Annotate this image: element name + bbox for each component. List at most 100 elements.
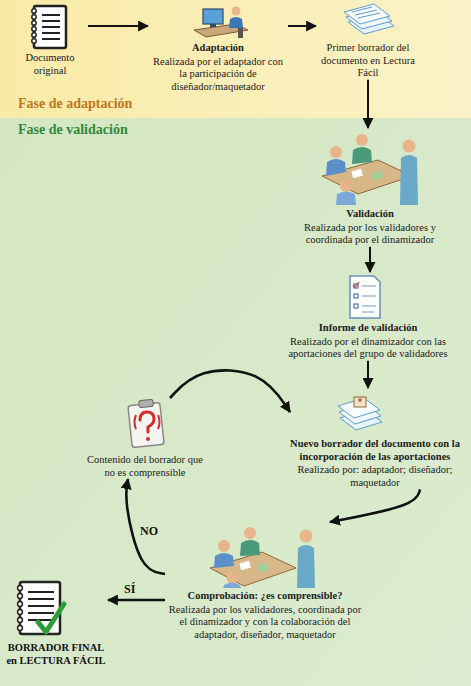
node-text: Realizado por el dinamizador con las apo… bbox=[268, 336, 468, 361]
notebook-icon-part bbox=[32, 9, 36, 43]
new-draft-icon-part bbox=[338, 398, 380, 418]
notebook-icon-part-part bbox=[32, 21, 36, 25]
final-notebook-icon-part-part bbox=[18, 610, 23, 615]
meeting-icon-part bbox=[300, 530, 313, 543]
phase-title: Fase de adaptación bbox=[18, 96, 132, 113]
icon-space bbox=[165, 522, 365, 590]
final-notebook-icon-part-part bbox=[28, 612, 54, 614]
final-notebook-icon bbox=[18, 582, 64, 634]
desk-worker-icon-part bbox=[210, 24, 216, 27]
draft-sheets-icon-part bbox=[358, 13, 380, 18]
process-node: AdaptaciónRealizada por el adaptador con… bbox=[148, 4, 288, 93]
document-node: Primer borrador del documento en Lectura… bbox=[316, 4, 420, 80]
feedback-node: Contenido del borrador que no es compren… bbox=[82, 398, 208, 479]
notebook-icon bbox=[32, 6, 66, 48]
edge-label: NO bbox=[138, 524, 160, 538]
node-heading: Adaptación bbox=[148, 42, 288, 55]
report-icon-part-part bbox=[362, 305, 376, 306]
notebook-icon-part-part bbox=[32, 15, 36, 19]
meeting-icon bbox=[322, 134, 418, 205]
final-notebook-icon-part-part bbox=[28, 619, 54, 621]
meeting-icon-part bbox=[351, 169, 362, 178]
clipboard-question-icon-part bbox=[140, 412, 154, 432]
meeting-icon-part bbox=[403, 140, 416, 153]
node-text: Realizada por el adaptador con la partic… bbox=[148, 56, 288, 94]
report-icon-part-part bbox=[362, 285, 376, 286]
notebook-icon-part-part bbox=[32, 27, 36, 31]
meeting-icon-part bbox=[340, 180, 352, 192]
meeting-icon-part bbox=[352, 147, 372, 164]
document-node: Documento original bbox=[12, 4, 88, 77]
notebook-icon-part-part bbox=[42, 14, 60, 16]
node-heading: Informe de validación bbox=[268, 322, 468, 335]
desk-worker-icon-part bbox=[203, 9, 223, 24]
meeting-icon-part bbox=[356, 134, 368, 146]
clipboard-question-icon-part bbox=[158, 415, 160, 429]
node-text: Realizada por los validadores, coordinad… bbox=[165, 604, 365, 642]
final-node: BORRADOR FINAL en LECTURA FÁCIL bbox=[4, 578, 108, 667]
meeting-icon-part bbox=[239, 561, 250, 570]
meeting-icon-part bbox=[336, 192, 356, 206]
flow-arrow bbox=[288, 25, 316, 27]
document-node: Nuevo borrador del documento con la inco… bbox=[290, 388, 460, 489]
final-notebook-icon-part-part bbox=[18, 594, 23, 599]
report-icon-part-part bbox=[362, 311, 374, 312]
flow-arrow bbox=[108, 599, 165, 602]
draft-sheets-icon bbox=[344, 4, 394, 34]
draft-sheets-icon-part bbox=[352, 7, 372, 12]
node-text: Documento original bbox=[12, 52, 88, 77]
meeting-icon-part bbox=[214, 553, 234, 568]
flow-arrow bbox=[88, 25, 148, 27]
report-icon-part bbox=[350, 276, 380, 318]
notebook-icon-part-part bbox=[42, 38, 60, 40]
report-node: Informe de validaciónRealizado por el di… bbox=[268, 272, 468, 361]
node-heading: Comprobación: ¿es comprensible? bbox=[165, 590, 365, 603]
report-icon-part-part bbox=[354, 294, 358, 298]
node-text: Realizado por: adaptador; diseñador; maq… bbox=[290, 464, 460, 489]
final-notebook-icon-part-part bbox=[18, 586, 23, 591]
flow-arrow bbox=[367, 80, 369, 128]
node-text: Primer borrador del documento en Lectura… bbox=[316, 42, 420, 80]
process-node: ValidaciónRealizada por los validadores … bbox=[280, 128, 460, 247]
notebook-icon-part-part bbox=[32, 9, 36, 13]
adaptation-band bbox=[0, 0, 471, 118]
validation-band bbox=[0, 118, 471, 686]
meeting-icon-part bbox=[330, 146, 342, 158]
meeting-icon-part bbox=[244, 527, 256, 539]
flow-arrow bbox=[367, 361, 369, 388]
icon-space bbox=[82, 398, 208, 454]
node-text: Realizada por los validadores y coordina… bbox=[280, 222, 460, 247]
phase-band: Fase de adaptación Documento original Adap… bbox=[0, 0, 471, 118]
final-notebook-icon-part bbox=[38, 604, 64, 632]
icon-space bbox=[148, 4, 288, 42]
node-text: BORRADOR FINAL en LECTURA FÁCIL bbox=[4, 642, 108, 667]
flow-arrow bbox=[126, 479, 165, 574]
node-text: Contenido del borrador que no es compren… bbox=[82, 454, 208, 479]
clipboard-question-icon-part bbox=[128, 402, 164, 447]
new-draft-icon-part bbox=[354, 397, 366, 407]
node-heading: Validación bbox=[280, 208, 460, 221]
final-notebook-icon-part bbox=[28, 592, 54, 620]
icon-space bbox=[280, 128, 460, 208]
notebook-icon-part bbox=[34, 6, 66, 48]
new-draft-icon bbox=[338, 397, 382, 430]
meeting-icon-part bbox=[240, 540, 260, 556]
phase-band: Fase de validaciónValidaciónRealizada po… bbox=[0, 118, 471, 686]
final-notebook-icon-part-part bbox=[18, 618, 23, 623]
meeting-icon-part bbox=[210, 552, 296, 586]
decision-node: Comprobación: ¿es comprensible?Realizada… bbox=[165, 522, 365, 641]
notebook-icon-part-part bbox=[32, 39, 36, 43]
meeting-icon-part bbox=[257, 563, 268, 572]
clipboard-question-icon-part bbox=[146, 437, 150, 441]
new-draft-icon-part bbox=[358, 398, 362, 402]
report-icon-part-part bbox=[362, 295, 376, 296]
final-notebook-icon-part-part bbox=[18, 602, 23, 607]
meeting-icon-part bbox=[371, 171, 382, 180]
flow-arrow bbox=[369, 247, 371, 272]
icon-space bbox=[316, 4, 420, 42]
desk-worker-icon-part bbox=[232, 7, 241, 16]
draft-sheets-icon-part bbox=[344, 4, 390, 24]
meeting-icon-part bbox=[322, 160, 412, 194]
notebook-icon-part-part bbox=[42, 26, 60, 28]
